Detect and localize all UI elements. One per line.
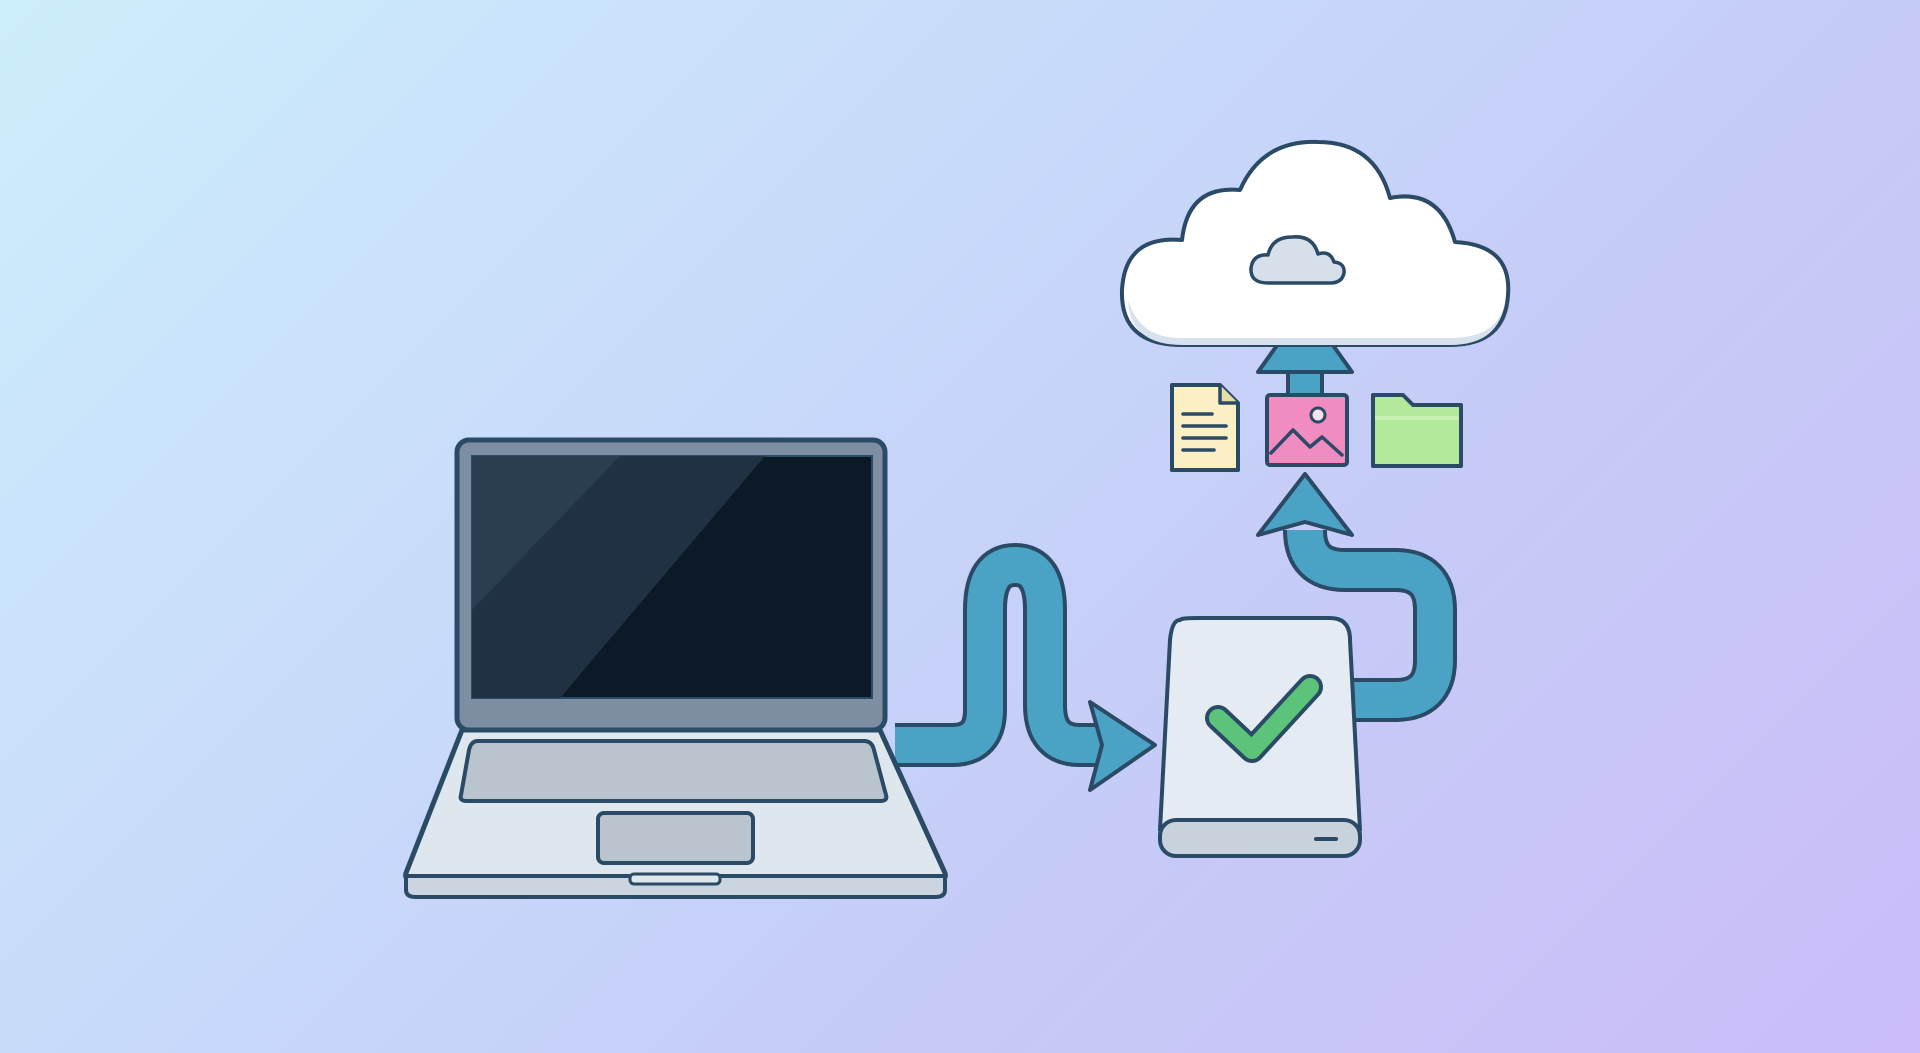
laptop-screen xyxy=(471,455,873,699)
document-icon xyxy=(1170,383,1240,472)
arrow-laptop-to-drive xyxy=(895,543,1157,792)
external-drive-icon xyxy=(1158,616,1362,858)
cloud-icon xyxy=(1119,139,1511,347)
laptop-icon xyxy=(403,437,948,899)
arrow-drive-to-files xyxy=(1256,472,1457,722)
checkmark-icon xyxy=(1205,674,1323,763)
small-cloud-icon xyxy=(1249,235,1346,285)
folder-icon xyxy=(1371,393,1463,468)
image-file-icon xyxy=(1265,393,1349,467)
